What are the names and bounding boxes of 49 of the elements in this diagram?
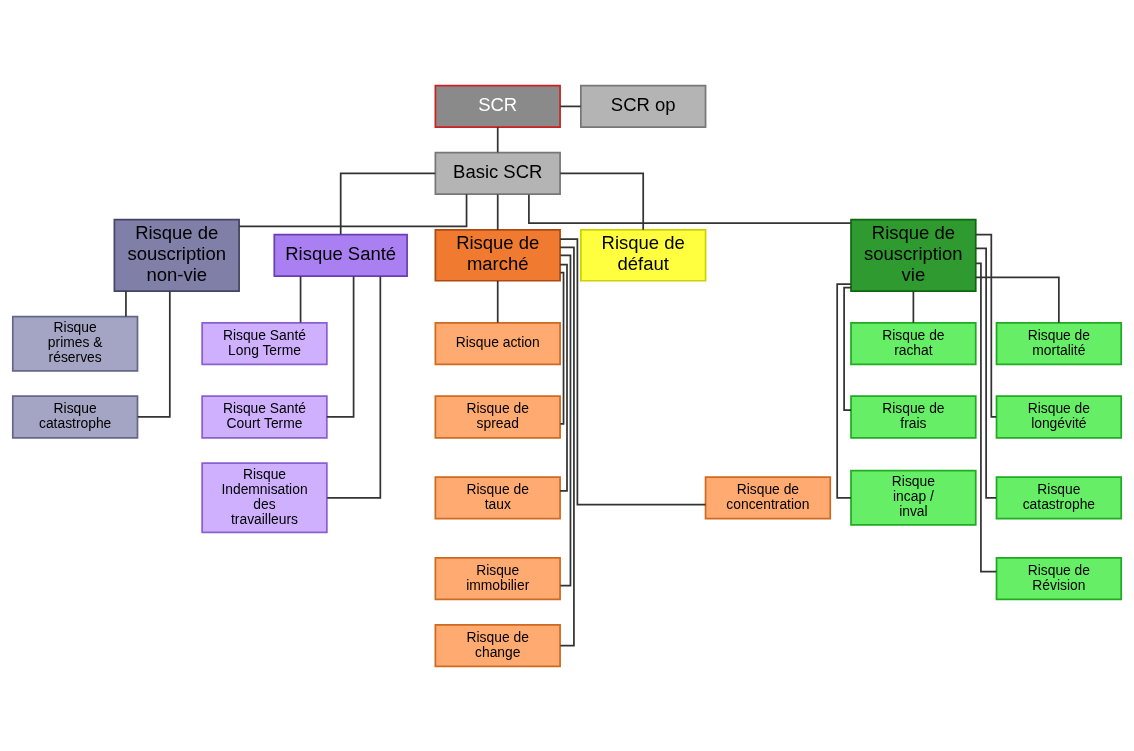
node-box: Basic SCR	[434, 151, 561, 195]
node-box: Risque de frais	[850, 394, 977, 439]
node-box: Risque de mortalité	[995, 321, 1123, 365]
node-box: Risque immobilier	[434, 556, 561, 600]
connector	[299, 274, 302, 323]
node-box: Risque action	[434, 321, 561, 365]
node-box: SCR op	[580, 84, 707, 128]
node-box: Risque de défaut	[580, 228, 707, 282]
node-box: Risque de souscription vie	[850, 218, 977, 292]
node-box: Risque Santé	[273, 233, 408, 277]
node-box: Risque de concentration	[704, 475, 832, 519]
node-box: Risque de Révision	[995, 556, 1123, 600]
connector	[496, 125, 499, 153]
connector	[559, 271, 565, 425]
node-box: Risque Santé Court Terme	[201, 394, 328, 439]
node-box: Risque de souscription non-vie	[113, 218, 240, 292]
connector	[843, 286, 852, 411]
node-box: Risque catastrophe	[995, 475, 1123, 519]
connector	[975, 233, 998, 418]
connector	[912, 289, 915, 324]
node-box: Risque de rachat	[850, 321, 977, 365]
node-box: Risque de spread	[434, 394, 561, 439]
connector	[238, 193, 468, 227]
node-box: Risque primes & réserves	[11, 315, 139, 372]
node-box: Risque Indemnisation des travailleurs	[201, 461, 328, 533]
connector	[125, 289, 127, 317]
connector	[339, 172, 437, 235]
node-box: Risque de marché	[434, 228, 561, 282]
node-box: Risque de longévité	[995, 394, 1123, 439]
connector	[496, 279, 499, 323]
connector	[559, 245, 575, 646]
connector	[326, 274, 355, 418]
connector	[326, 275, 382, 499]
connector	[559, 105, 582, 107]
connector	[559, 237, 707, 506]
connector	[975, 247, 998, 499]
node-box: Risque incap / inval	[850, 469, 977, 526]
connector	[528, 193, 852, 224]
connector	[136, 289, 171, 418]
node-box: Risque catastrophe	[11, 394, 139, 439]
connector	[559, 172, 645, 231]
node-box: Risque Santé Long Terme	[201, 321, 328, 365]
connector	[975, 275, 1060, 324]
node-box: Risque de change	[434, 623, 561, 667]
connector	[559, 253, 572, 586]
connector	[496, 193, 499, 231]
connector	[559, 263, 568, 492]
node-box: Risque de taux	[434, 475, 561, 519]
node-box: SCR	[434, 84, 561, 128]
